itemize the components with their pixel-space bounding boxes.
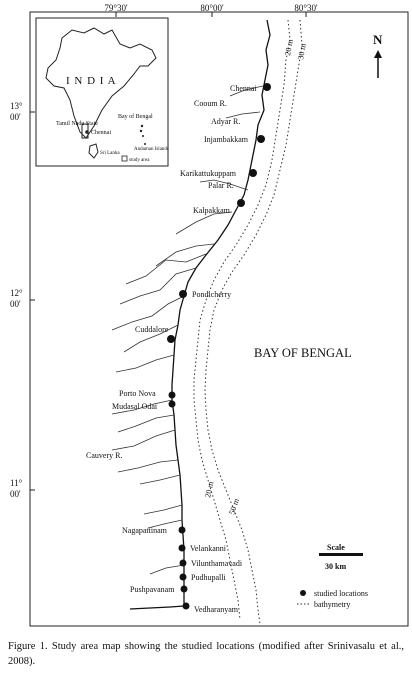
location-label-nagapattinam: Nagapattinam	[122, 526, 168, 535]
india-outline	[45, 27, 157, 139]
southern-shore	[129, 605, 185, 610]
location-label-porto-nova: Porto Nova	[119, 389, 156, 398]
location-dot-pushpavanam	[180, 585, 188, 593]
bathymetry-20m	[193, 19, 291, 621]
legend-label-locations: studied locations	[314, 589, 368, 598]
location-dot-vilunthamavadi	[179, 559, 187, 567]
bathymetry-label-2: 30 m	[296, 42, 308, 60]
river-label-cauvery: Cauvery R.	[86, 451, 122, 460]
inset-map: I N D I A Tamil Nadu State Chennai Bay o…	[35, 17, 169, 167]
longitude-label-1: 79°30'	[104, 3, 128, 13]
location-dot-vedharanyam	[182, 602, 190, 610]
location-dot-mudasal-odai	[168, 400, 176, 408]
location-label-vedharanyam: Vedharanyam	[194, 605, 239, 614]
latitude-label-2b: 00'	[10, 299, 21, 309]
location-label-vilunthamavadi: Vilunthamavadi	[191, 559, 243, 568]
river-label-palar: Palar R.	[208, 181, 234, 190]
figure-caption: Figure 1. Study area map showing the stu…	[8, 641, 404, 667]
location-label-cuddalore: Cuddalore	[135, 325, 169, 334]
location-label-velankanni: Velankanni	[190, 544, 227, 553]
bathymetry-label-4: 50 m	[227, 497, 241, 516]
inset-country-label: I N D I A	[66, 75, 117, 87]
location-label-pudhupalli: Pudhupalli	[191, 573, 226, 582]
location-dot-porto-nova	[168, 391, 176, 399]
bathymetry-label-1: 20 m	[283, 38, 295, 56]
location-label-pushpavanam: Pushpavanam	[130, 585, 175, 594]
sri-lanka-outline	[88, 143, 99, 159]
inset-bay-label: Bay of Bengal	[118, 113, 153, 120]
bathymetry-label-3: 20 m	[203, 480, 215, 498]
location-dot-cuddalore	[167, 335, 175, 343]
studied-locations: Chennai Injambakkam Karikattukuppam Kalp…	[112, 83, 271, 614]
north-arrow: N	[373, 32, 383, 78]
location-label-kalpakkam: Kalpakkam	[193, 206, 231, 215]
location-dot-pudhupalli	[179, 573, 187, 581]
location-label-chennai: Chennai	[230, 84, 257, 93]
inset-state-label: Tamil Nadu State	[56, 121, 98, 127]
map-frame	[29, 11, 409, 627]
inset-islands-label: Andaman Islands	[134, 147, 169, 152]
legend: studied locations bathymetry	[297, 589, 368, 609]
latitude-label-1b: 00'	[10, 112, 21, 122]
latitude-label-1a: 13°	[10, 101, 23, 111]
north-arrow-label: N	[373, 32, 383, 47]
location-dot-chennai	[263, 83, 271, 91]
location-dot-velankanni	[178, 544, 186, 552]
location-label-injambakkam: Injambakkam	[204, 135, 249, 144]
scale-title: Scale	[327, 543, 345, 552]
location-label-mudasal-odai: Mudasal Odai	[112, 402, 158, 411]
river-label-adyar: Adyar R.	[211, 117, 240, 126]
latitude-label-3a: 11°	[10, 478, 23, 488]
river-network	[111, 85, 264, 575]
location-dot-nagapattinam	[178, 526, 186, 534]
location-dot-pondicherry	[179, 290, 187, 298]
location-label-karikattukuppam: Karikattukuppam	[180, 169, 237, 178]
location-dot-kalpakkam	[237, 199, 245, 207]
location-label-pondicherry: Pondicherry	[192, 290, 231, 299]
bathymetry-30m	[204, 19, 303, 625]
inset-city-label: Chennai	[91, 130, 111, 136]
scale-value: 30 km	[325, 562, 346, 571]
inset-srilanka-label: Sri Lanka	[100, 151, 120, 156]
study-area-map: 79°30' 80°00' 80°30' 13° 00' 12° 00' 11°…	[10, 3, 409, 627]
longitude-label-3: 80°30'	[294, 3, 318, 13]
latitude-label-2a: 12°	[10, 288, 23, 298]
location-dot-injambakkam	[257, 135, 265, 143]
legend-label-bathymetry: bathymetry	[314, 600, 350, 609]
location-dot-karikattukuppam	[249, 169, 257, 177]
legend-dot-icon	[300, 590, 306, 596]
longitude-label-2: 80°00'	[200, 3, 224, 13]
sea-label: BAY OF BENGAL	[254, 346, 352, 360]
coastline	[171, 19, 271, 606]
latitude-label-3b: 00'	[10, 489, 21, 499]
scale-bar: Scale 30 km	[319, 543, 363, 571]
river-label-cooum: Cooum R.	[194, 99, 227, 108]
inset-study-area-label: study area	[129, 158, 150, 163]
